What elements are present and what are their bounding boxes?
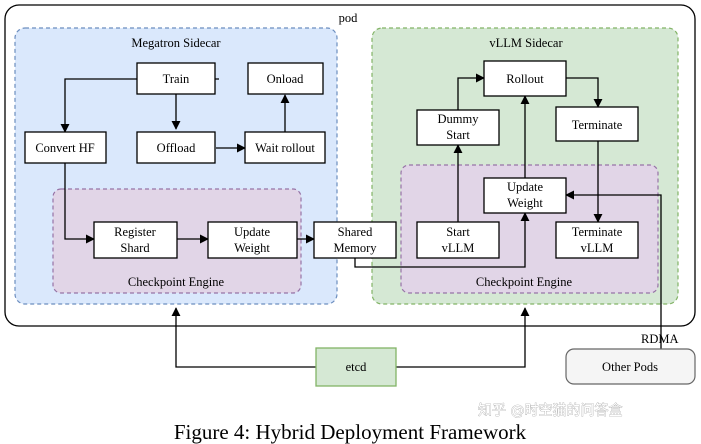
edge-dummy-rollout <box>457 73 485 110</box>
svg-text:Shared: Shared <box>338 225 373 239</box>
svg-text:Update: Update <box>234 225 271 239</box>
svg-text:Weight: Weight <box>234 241 270 255</box>
svg-text:Shard: Shard <box>120 241 150 255</box>
svg-text:Rollout: Rollout <box>506 72 544 86</box>
node-start-vllm: Start vLLM <box>416 221 500 259</box>
svg-text:Offload: Offload <box>157 141 196 155</box>
checkpoint-engine-right-label: Checkpoint Engine <box>476 275 573 289</box>
svg-text:Start: Start <box>446 128 470 142</box>
node-train: Train <box>136 62 216 95</box>
svg-text:Terminate: Terminate <box>572 225 623 239</box>
vllm-sidecar-title: vLLM Sidecar <box>489 36 563 50</box>
rdma-label: RDMA <box>641 332 679 346</box>
node-wait-rollout: Wait rollout <box>244 131 326 164</box>
svg-text:Update: Update <box>507 180 544 194</box>
node-convert-hf: Convert HF <box>24 131 107 164</box>
node-update-weight-right: Update Weight <box>483 177 567 214</box>
edge-shared-update-right <box>354 212 530 268</box>
node-register-shard: Register Shard <box>93 221 178 259</box>
svg-text:Dummy: Dummy <box>438 112 480 126</box>
node-rollout: Rollout <box>483 60 567 97</box>
edge-convert-register <box>64 163 95 244</box>
node-terminate: Terminate <box>555 106 639 142</box>
node-etcd: etcd <box>315 347 397 387</box>
svg-text:vLLM: vLLM <box>442 241 475 255</box>
svg-text:Other Pods: Other Pods <box>602 360 658 374</box>
node-onload: Onload <box>247 62 324 95</box>
edge-train-convert <box>60 78 137 133</box>
node-offload: Offload <box>136 131 216 164</box>
svg-text:Terminate: Terminate <box>572 118 623 132</box>
edge-etcd-megatron <box>171 307 316 368</box>
node-other-pods: Other Pods <box>565 348 696 385</box>
svg-text:Wait rollout: Wait rollout <box>255 141 315 155</box>
svg-text:Start: Start <box>446 225 470 239</box>
node-terminate-vllm: Terminate vLLM <box>555 221 639 259</box>
svg-text:Memory: Memory <box>333 241 377 255</box>
node-shared-memory: Shared Memory <box>313 221 397 259</box>
svg-text:etcd: etcd <box>346 360 368 374</box>
checkpoint-engine-left-label: Checkpoint Engine <box>128 275 225 289</box>
svg-text:Register: Register <box>114 225 156 239</box>
megatron-sidecar-title: Megatron Sidecar <box>131 36 221 50</box>
edge-rollout-terminate <box>566 77 603 108</box>
svg-text:Onload: Onload <box>267 72 305 86</box>
watermark: 知乎 @时空猫的问答盒 <box>478 402 622 419</box>
svg-text:Weight: Weight <box>507 196 543 210</box>
svg-text:Train: Train <box>163 72 190 86</box>
pod-label: pod <box>339 11 359 25</box>
figure-caption: Figure 4: Hybrid Deployment Framework <box>174 420 527 444</box>
edge-otherpods-rdma <box>565 190 662 349</box>
edge-etcd-vllm <box>396 307 530 368</box>
svg-text:Convert HF: Convert HF <box>35 141 94 155</box>
node-update-weight-left: Update Weight <box>207 221 298 259</box>
node-dummy-start: Dummy Start <box>416 109 500 146</box>
svg-text:vLLM: vLLM <box>581 241 614 255</box>
checkpoint-engine-right <box>400 164 659 294</box>
